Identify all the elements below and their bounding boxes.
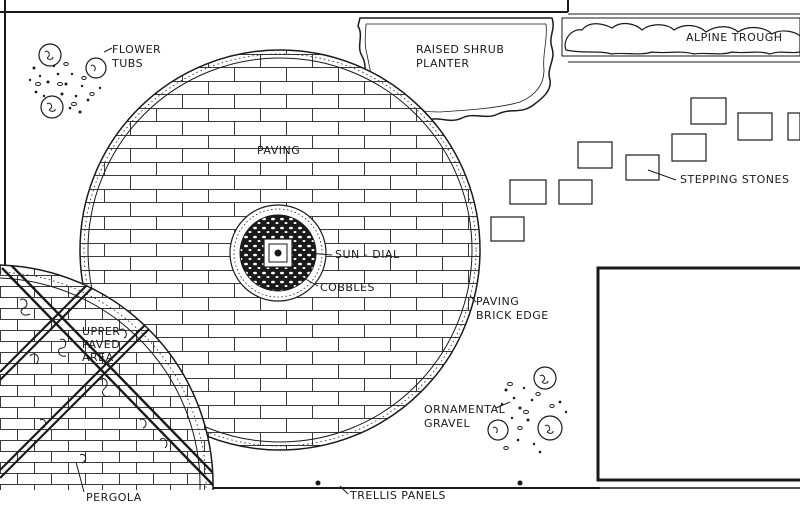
label-ornamental-gravel: ORNAMENTAL [424,403,506,416]
label-trellis-panels: TRELLIS PANELS [350,489,447,502]
leader-lines [75,47,677,495]
label-raised-shrub-planter-2: PLANTER [416,57,470,70]
ornamental-gravel [487,366,568,454]
label-upper-paved-area-3: AREA [82,351,114,364]
label-ornamental-gravel-2: GRAVEL [424,417,471,430]
label-upper-paved-area-2: PAVED [82,338,121,351]
label-raised-shrub-planter: RAISED SHRUB [416,43,505,56]
label-stepping-stones: STEPPING STONES [680,173,790,186]
label-paving-brick-edge-2: BRICK EDGE [476,309,549,322]
stepping-stones [490,97,800,242]
flower-tubs [28,43,107,119]
alpine-trough [561,17,800,57]
label-upper-paved-area: UPPER [82,325,121,338]
label-cobbles: COBBLES [320,281,375,294]
label-sun-dial: SUN - DIAL [335,248,400,261]
label-paving-brick-edge: PAVING [476,295,520,308]
label-pergola: PERGOLA [86,491,142,504]
label-flower-tubs: FLOWER [112,43,162,56]
label-flower-tubs-2: TUBS [112,57,144,70]
paving-brick-edge [83,53,477,447]
building-outline [596,266,800,482]
label-paving: PAVING [257,144,301,157]
label-alpine-trough: ALPINE TROUGH [686,31,783,44]
